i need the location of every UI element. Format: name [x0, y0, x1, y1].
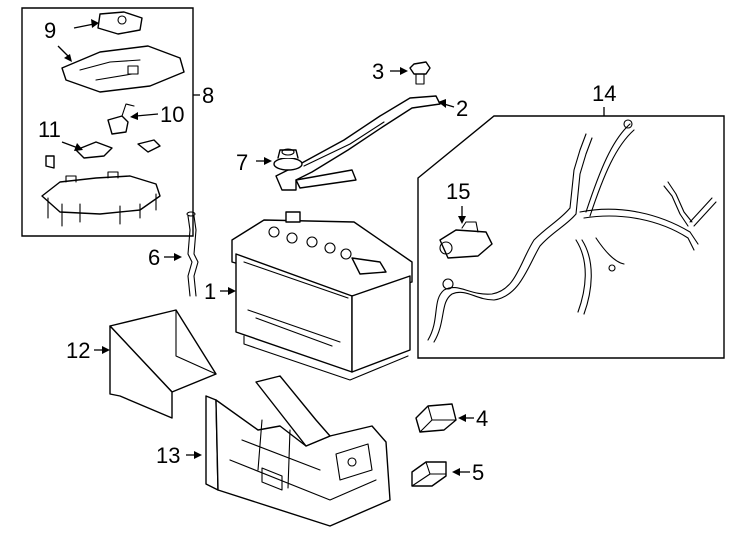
- clip-icon: [107, 103, 135, 135]
- callout-3: 3: [372, 59, 384, 84]
- callout-6: 6: [148, 245, 160, 270]
- callout-4: 4: [476, 406, 488, 431]
- nut-icon: [273, 148, 303, 171]
- callout-8: 8: [202, 83, 214, 108]
- insulator-icon: [109, 309, 217, 419]
- terminal-icon: [45, 139, 161, 169]
- callout-7: 7: [236, 150, 248, 175]
- callout-9: 9: [44, 18, 56, 43]
- callout-1: 1: [204, 279, 216, 304]
- group-box-14: [417, 115, 725, 359]
- bolt-icon: [409, 61, 431, 85]
- callout-10: 10: [160, 102, 184, 127]
- spacer-icon: [411, 461, 447, 487]
- callout-2: 2: [456, 96, 468, 121]
- terminal-base-icon: [41, 171, 161, 227]
- callout-14: 14: [592, 81, 616, 106]
- rod-icon: [186, 211, 199, 297]
- battery-cable-harness-icon: [427, 119, 717, 343]
- bracket-icon: [415, 403, 457, 433]
- callout-11: 11: [38, 117, 61, 142]
- callout-15: 15: [446, 179, 470, 204]
- terminal-cover-upper-icon: [97, 11, 143, 35]
- battery-tray-icon: [205, 375, 391, 527]
- current-sensor-icon: [439, 221, 493, 259]
- hold-down-bracket-icon: [275, 95, 441, 191]
- battery-icon: [231, 211, 413, 381]
- terminal-cover-icon: [61, 45, 185, 93]
- group-box-8: [21, 7, 194, 237]
- callout-12: 12: [66, 338, 90, 363]
- callout-13: 13: [156, 443, 180, 468]
- callout-5: 5: [472, 460, 484, 485]
